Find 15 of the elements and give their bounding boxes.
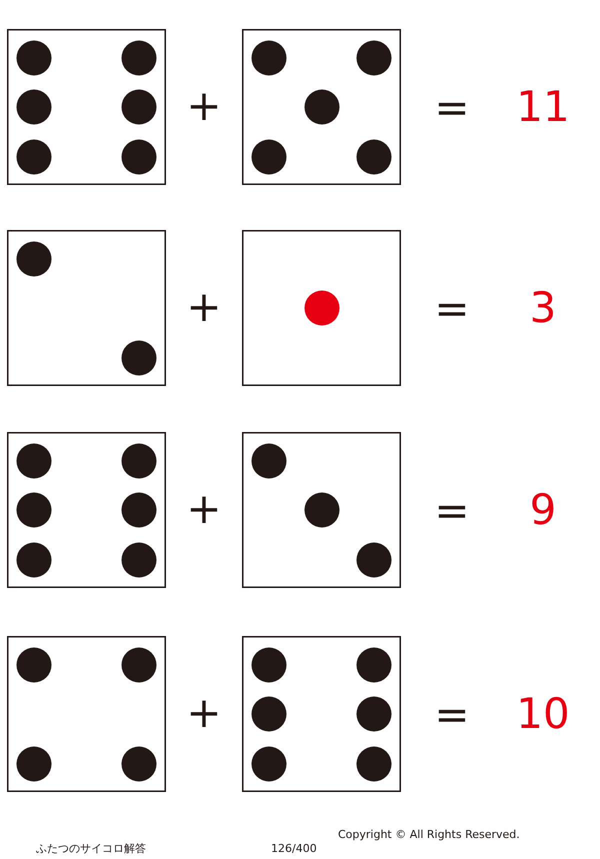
- page-number: 126/400: [271, 843, 317, 854]
- answer-number: 3: [530, 287, 556, 329]
- answer-number: 10: [516, 693, 570, 735]
- copyright-notice: Copyright © All Rights Reserved.: [338, 829, 520, 840]
- plus-sign: +: [186, 85, 222, 127]
- answer-number: 11: [516, 86, 570, 128]
- plus-sign: +: [186, 488, 222, 530]
- equals-sign: =: [434, 288, 470, 330]
- equals-sign: =: [434, 490, 470, 532]
- plus-sign: +: [186, 692, 222, 734]
- answer-number: 9: [530, 489, 556, 531]
- equals-sign: =: [434, 694, 470, 736]
- equals-sign: =: [434, 87, 470, 129]
- sheet-title: ふたつのサイコロ解答: [36, 843, 146, 854]
- plus-sign: +: [186, 286, 222, 328]
